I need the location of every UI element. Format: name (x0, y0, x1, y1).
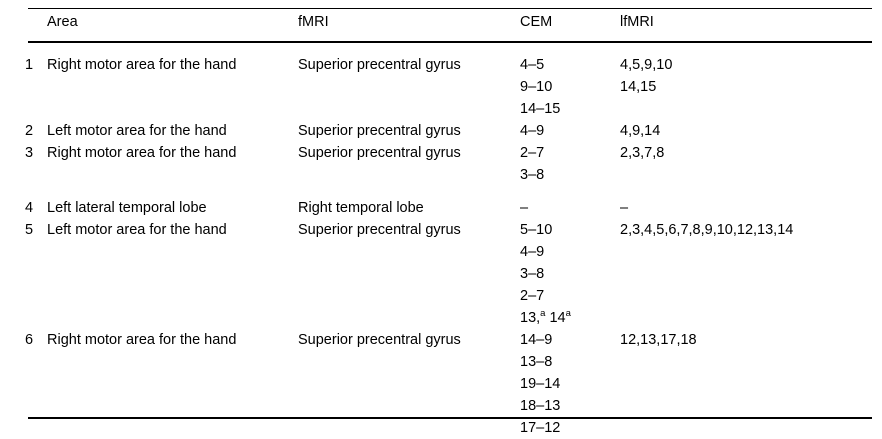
cell-lfmri: 2,3,7,8 (620, 142, 882, 186)
row-number: 3 (25, 145, 34, 161)
table-header: Area fMRI CEM lfMRI (0, 0, 882, 44)
table-row: 4 Left lateral temporal lobe Right tempora… (0, 186, 882, 219)
row-number: 1 (25, 57, 34, 73)
cell-lfmri: – (620, 186, 882, 219)
cell-fmri: Superior precentral gyrus (298, 123, 461, 139)
cell-lfmri-line: 12,13,17,18 (620, 332, 697, 348)
cell-area: Right motor area for the hand (47, 332, 237, 348)
cell-lfmri-line: 4,9,14 (620, 123, 661, 139)
cell-cem-line: 18–13 (520, 398, 561, 414)
table-row: 6 Right motor area for the hand Superior p… (0, 329, 882, 439)
cell-fmri: Superior precentral gyrus (298, 57, 461, 73)
cell-lfmri: 4,5,9,10 14,15 (620, 44, 882, 120)
cell-cem-line: 13–8 (520, 354, 553, 370)
cell-cem-line: 2–7 (520, 288, 545, 304)
cell-lfmri: 2,3,4,5,6,7,8,9,10,12,13,14 (620, 219, 882, 329)
cell-cem-line: 4–9 (520, 244, 545, 260)
cell-lfmri: 12,13,17,18 (620, 329, 882, 439)
cell-cem-line: 9–10 (520, 79, 553, 95)
row-number: 2 (25, 123, 34, 139)
cell-cem-line: 13,a 14a (520, 308, 571, 326)
cell-cem: 4–5 9–10 14–15 (520, 44, 620, 120)
cell-cem: – (520, 186, 620, 219)
cell-lfmri-line: – (620, 200, 629, 216)
cell-area: Right motor area for the hand (47, 145, 237, 161)
table-header-row: Area fMRI CEM lfMRI (0, 0, 882, 44)
row-number: 4 (25, 200, 34, 216)
cell-lfmri: 4,9,14 (620, 120, 882, 142)
cell-cem-line: 3–8 (520, 266, 545, 282)
cell-cem-line: 5–10 (520, 222, 553, 238)
cell-area: Left motor area for the hand (47, 123, 227, 139)
cell-cem-line: 4–5 (520, 57, 545, 73)
cell-lfmri-line: 2,3,7,8 (620, 145, 665, 161)
table-rule-bottom (28, 417, 872, 419)
column-header-cem: CEM (520, 14, 553, 30)
table-row: 1 Right motor area for the hand Superior p… (0, 44, 882, 120)
column-header-number (0, 0, 47, 44)
row-number: 5 (25, 222, 34, 238)
cell-area: Left lateral temporal lobe (47, 200, 207, 216)
cell-fmri: Superior precentral gyrus (298, 145, 461, 161)
column-header-lfmri: lfMRI (620, 14, 654, 30)
table-rule-header (28, 41, 872, 43)
cell-cem-line: 14–9 (520, 332, 553, 348)
cell-area: Left motor area for the hand (47, 222, 227, 238)
cell-lfmri-line: 2,3,4,5,6,7,8,9,10,12,13,14 (620, 222, 794, 238)
cell-cem-line: 17–12 (520, 420, 561, 436)
cell-cem: 4–9 (520, 120, 620, 142)
column-header-area: Area (47, 14, 78, 30)
table-row: 5 Left motor area for the hand Superior pr… (0, 219, 882, 329)
cell-lfmri-line: 14,15 (620, 79, 657, 95)
cell-cem-line: 2–7 (520, 145, 545, 161)
cell-fmri: Superior precentral gyrus (298, 222, 461, 238)
table-rule-top (28, 8, 872, 9)
cell-cem-line: – (520, 200, 529, 216)
cell-cem-line: 4–9 (520, 123, 545, 139)
cell-lfmri-line: 4,5,9,10 (620, 57, 673, 73)
cell-fmri: Right temporal lobe (298, 200, 424, 216)
cell-cem: 14–9 13–8 19–14 18–13 17–12 (520, 329, 620, 439)
cell-fmri: Superior precentral gyrus (298, 332, 461, 348)
cell-cem-line: 14–15 (520, 101, 561, 117)
row-number: 6 (25, 332, 34, 348)
table-row: 2 Left motor area for the hand Superior pr… (0, 120, 882, 142)
cell-cem-line: 19–14 (520, 376, 561, 392)
table-row: 3 Right motor area for the hand Superior p… (0, 142, 882, 186)
cell-area: Right motor area for the hand (47, 57, 237, 73)
column-header-fmri: fMRI (298, 14, 329, 30)
cell-cem-line: 3–8 (520, 167, 545, 183)
cell-cem: 5–10 4–9 3–8 2–7 13,a 14a (520, 219, 620, 329)
